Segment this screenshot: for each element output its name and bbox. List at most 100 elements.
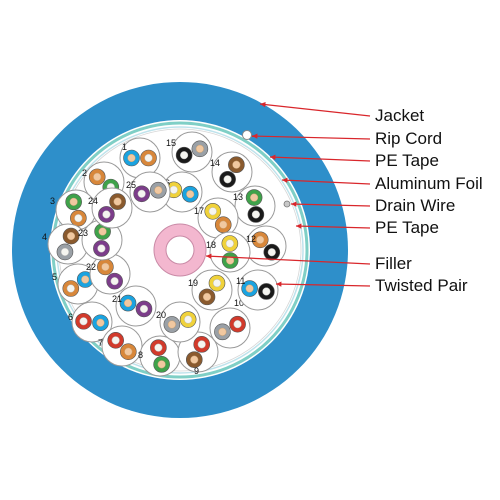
tracer-core — [111, 336, 120, 345]
callout-line — [251, 135, 371, 140]
arrowhead — [296, 223, 302, 229]
pair-number-label: 4 — [42, 232, 47, 242]
pair-number-label: 13 — [233, 192, 243, 202]
drain-wire — [283, 200, 291, 208]
pair-number-label: 6 — [68, 312, 73, 322]
copper-core — [218, 327, 227, 336]
copper-core — [124, 347, 133, 356]
callout-pe-tape-inner: PE Tape — [295, 218, 439, 237]
pair-number-label: 11 — [236, 276, 245, 286]
callout-label-text: PE Tape — [375, 218, 439, 237]
callout-line — [281, 179, 371, 185]
callout-label-text: Jacket — [375, 106, 424, 125]
pair-number-label: 9 — [194, 366, 199, 376]
arrowhead — [276, 281, 282, 287]
copper-core — [93, 172, 102, 181]
copper-core — [202, 292, 212, 301]
twisted-pair: 24 — [88, 187, 133, 229]
twisted-pair: 6 — [68, 301, 113, 343]
rip-cord — [242, 130, 252, 140]
callout-line — [259, 103, 371, 117]
copper-core — [219, 220, 228, 229]
tracer-core — [208, 207, 217, 216]
tracer-core — [169, 185, 178, 194]
tracer-core — [197, 340, 206, 349]
arrowhead — [270, 154, 276, 160]
callout-jacket: Jacket — [259, 101, 424, 125]
tracer-core — [233, 320, 242, 329]
twisted-pair: 21 — [112, 285, 157, 327]
twisted-pair: 22 — [86, 253, 131, 295]
twisted-pair: 13 — [233, 185, 276, 227]
callout-label-text: Drain Wire — [375, 196, 455, 215]
pair-number-label: 25 — [126, 180, 136, 190]
tracer-core — [102, 210, 111, 219]
pair-number-label: 20 — [156, 310, 166, 320]
tracer-core — [139, 304, 149, 313]
copper-core — [154, 186, 163, 195]
twisted-pair: 1 — [119, 137, 161, 179]
twisted-pair: 15 — [166, 131, 213, 173]
arrowhead — [260, 101, 266, 108]
twisted-pair: 18 — [206, 231, 251, 273]
tracer-core — [180, 151, 189, 160]
twisted-pair: 10 — [209, 298, 251, 349]
callout-line — [205, 255, 371, 265]
arrowhead — [291, 201, 297, 207]
tracer-core — [137, 189, 146, 198]
copper-core — [167, 320, 176, 329]
pair-jacket — [237, 269, 279, 311]
twisted-pair: 4 — [42, 223, 89, 265]
pair-jacket — [191, 269, 233, 311]
tracer-core — [97, 244, 106, 253]
pair-number-label: 10 — [234, 298, 244, 308]
twisted-pair: 19 — [188, 269, 233, 311]
twisted-pair: 17 — [194, 197, 239, 239]
twisted-pair: 23 — [78, 219, 123, 261]
callout-label-text: PE Tape — [375, 151, 439, 170]
pair-jacket — [91, 187, 133, 229]
callout-label-text: Aluminum Foil — [375, 174, 483, 193]
copper-core — [127, 153, 136, 163]
callout-line — [269, 156, 371, 162]
callout-pe-tape-outer: PE Tape — [269, 151, 439, 170]
pair-number-label: 18 — [206, 240, 216, 250]
pair-number-label: 5 — [52, 272, 57, 282]
twisted-pair: 7 — [98, 325, 143, 367]
tracer-core — [251, 210, 260, 219]
copper-core — [123, 299, 133, 308]
copper-core — [186, 190, 195, 199]
callout-line — [275, 283, 371, 287]
pair-number-label: 21 — [112, 294, 122, 304]
callout-label-text: Filler — [375, 254, 412, 273]
twisted-pair: 20 — [156, 301, 201, 343]
pair-jacket — [129, 171, 171, 213]
tracer-core — [74, 214, 83, 223]
pair-number-label: 24 — [88, 196, 98, 206]
copper-core — [157, 360, 166, 369]
callout-filler: Filler — [205, 253, 412, 273]
tracer-core — [110, 277, 119, 286]
copper-core — [98, 227, 107, 236]
pair-number-label: 3 — [50, 196, 55, 206]
arrowhead — [282, 177, 288, 183]
callout-label-text: Rip Cord — [375, 129, 442, 148]
pair-number-label: 23 — [78, 228, 88, 238]
pair-jacket — [209, 231, 251, 273]
tracer-core — [212, 279, 222, 288]
twisted-pair: 11 — [236, 269, 279, 311]
twisted-pair: 25 — [126, 171, 171, 213]
pair-jacket — [71, 301, 113, 343]
copper-core — [190, 355, 199, 364]
callout-line — [290, 203, 371, 207]
copper-core — [66, 232, 76, 241]
callout-line — [295, 225, 371, 229]
pair-number-label: 15 — [166, 138, 176, 148]
callout-twisted-pair: Twisted Pair — [275, 276, 468, 295]
tracer-core — [66, 284, 75, 293]
tracer-core — [60, 247, 70, 256]
tracer-core — [223, 175, 232, 184]
copper-core — [69, 197, 78, 206]
pair-number-label: 1 — [122, 142, 127, 152]
